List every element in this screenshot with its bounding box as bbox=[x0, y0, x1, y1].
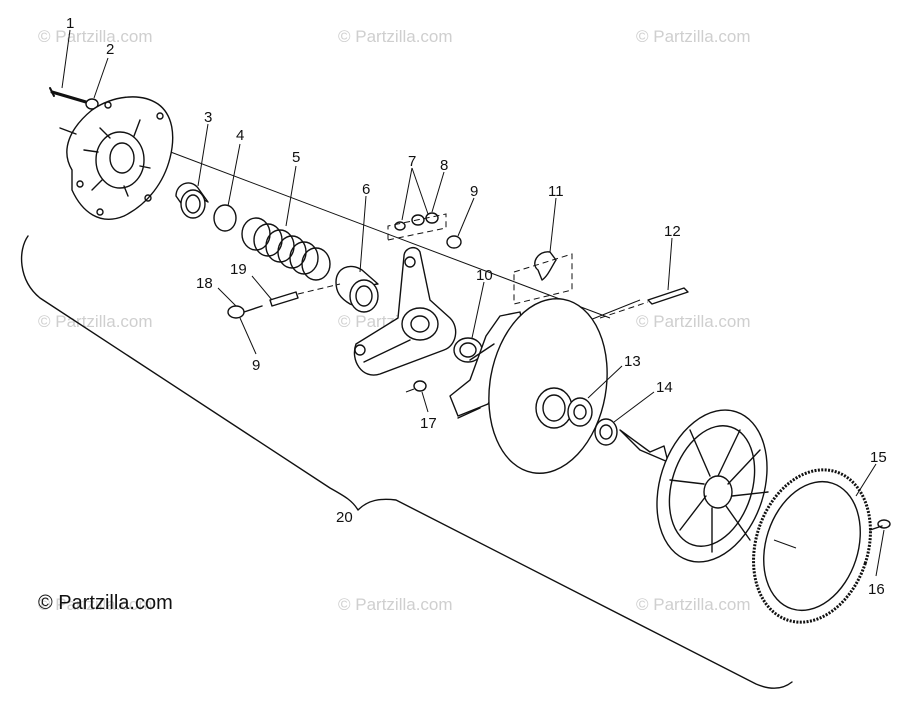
callout-12: 12 bbox=[664, 223, 681, 240]
watermark: © Partzilla.com bbox=[636, 27, 751, 46]
callout-9-top: 9 bbox=[470, 183, 478, 200]
screw-part-16 bbox=[869, 519, 891, 531]
box-7-8 bbox=[387, 213, 447, 241]
callout-9-bottom: 9 bbox=[252, 357, 260, 374]
copyright-text: © Partzilla.com bbox=[38, 592, 173, 614]
callout-1: 1 bbox=[66, 15, 74, 32]
callout-20: 20 bbox=[336, 509, 353, 526]
watermark: © Partzilla.com bbox=[636, 595, 751, 614]
watermark: © Partzilla.com bbox=[38, 27, 153, 46]
callout-14: 14 bbox=[656, 379, 673, 396]
nut-part-8 bbox=[411, 212, 439, 226]
callout-2: 2 bbox=[106, 41, 114, 58]
moveable-sheave bbox=[449, 298, 608, 474]
pin-part-12 bbox=[599, 287, 689, 319]
sleeve-part-19 bbox=[269, 283, 341, 307]
watermark: © Partzilla.com bbox=[38, 595, 153, 614]
bushing-part-14 bbox=[594, 418, 618, 446]
callout-4: 4 bbox=[236, 127, 244, 144]
watermark: © Partzilla.com bbox=[38, 312, 153, 331]
callout-7: 7 bbox=[408, 153, 416, 170]
retainer-part-6 bbox=[335, 265, 379, 313]
ring-gear-part-15 bbox=[752, 468, 872, 624]
callout-3: 3 bbox=[204, 109, 212, 126]
watermark: © Partzilla.com bbox=[338, 27, 453, 46]
fitting-part-17 bbox=[405, 380, 427, 393]
cap-part-9 bbox=[446, 235, 462, 249]
cover-part bbox=[59, 96, 174, 220]
leader-lines bbox=[61, 29, 885, 577]
callout-8: 8 bbox=[440, 157, 448, 174]
callout-11: 11 bbox=[548, 183, 564, 200]
callouts: 1 2 3 4 5 6 7 8 9 9 10 11 12 13 14 15 16… bbox=[66, 15, 887, 598]
clip-part-11 bbox=[513, 251, 573, 305]
fixed-sheave bbox=[619, 409, 769, 563]
axis-line bbox=[159, 147, 641, 321]
watermark: © Partzilla.com bbox=[338, 595, 453, 614]
spring-part-5 bbox=[241, 217, 331, 281]
callout-6: 6 bbox=[362, 181, 370, 198]
callout-15: 15 bbox=[870, 449, 887, 466]
bolt-part-1 bbox=[49, 87, 88, 104]
washer-part-2 bbox=[85, 98, 99, 110]
callout-13: 13 bbox=[624, 353, 641, 370]
callout-10: 10 bbox=[476, 267, 493, 284]
bushing-part-13 bbox=[567, 397, 593, 427]
watermark: © Partzilla.com bbox=[636, 312, 751, 331]
callout-18: 18 bbox=[196, 275, 213, 292]
pin-part-18 bbox=[227, 305, 263, 319]
watermark-layer: © Partzilla.com © Partzilla.com © Partzi… bbox=[38, 27, 751, 614]
callout-16: 16 bbox=[868, 581, 885, 598]
assembly-bracket-20 bbox=[20, 235, 793, 689]
callout-19: 19 bbox=[230, 261, 247, 278]
snap-ring-part-4 bbox=[213, 204, 237, 232]
roller-arm bbox=[353, 246, 457, 376]
bushing-part-3 bbox=[175, 182, 209, 219]
callout-17: 17 bbox=[420, 415, 437, 432]
callout-5: 5 bbox=[292, 149, 300, 166]
